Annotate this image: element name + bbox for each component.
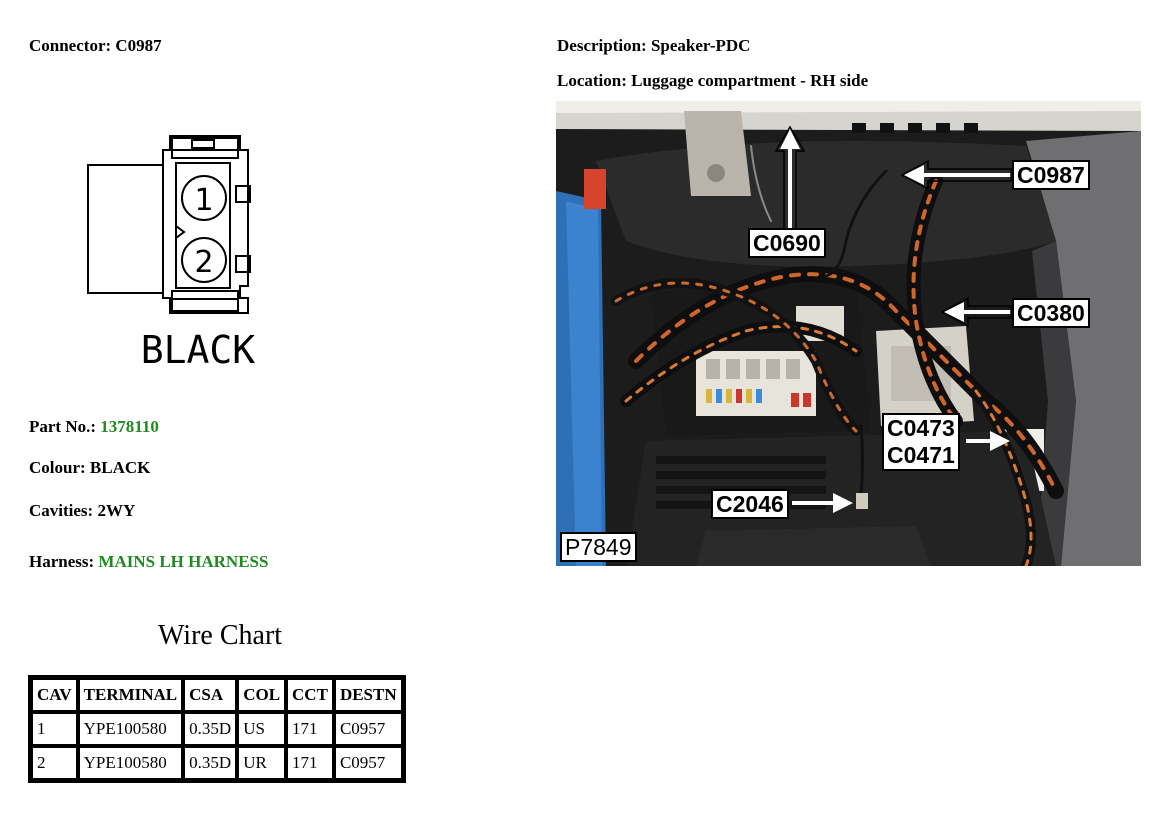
cell-csa: 0.35D <box>183 746 238 780</box>
connector-field: Connector: C0987 <box>29 36 162 56</box>
callout-c0987: C0987 <box>1012 160 1090 190</box>
cell-destn: C0957 <box>333 746 403 780</box>
harness-field: Harness: MAINS LH HARNESS <box>29 552 268 572</box>
cavities-label: Cavities: <box>29 501 94 520</box>
wire-chart-table: CAV TERMINAL CSA COL CCT DESTN 1 YPE1005… <box>28 675 406 783</box>
part-no-label: Part No.: <box>29 417 97 436</box>
part-no-value[interactable]: 1378110 <box>100 417 159 436</box>
location-label: Location: <box>557 71 627 90</box>
cavity-1-label: 1 <box>194 183 213 218</box>
header-cct: CCT <box>286 678 334 712</box>
connector-value: C0987 <box>115 36 162 55</box>
description-field: Description: Speaker-PDC <box>557 36 750 56</box>
cell-col: US <box>237 712 287 746</box>
header-csa: CSA <box>183 678 238 712</box>
cell-cct: 171 <box>286 746 334 780</box>
cavity-1-circle <box>181 175 227 221</box>
cell-col: UR <box>237 746 287 780</box>
cell-cav: 2 <box>31 746 78 780</box>
colour-label: Colour: <box>29 458 86 477</box>
cell-csa: 0.35D <box>183 712 238 746</box>
header-destn: DESTN <box>333 678 403 712</box>
header-terminal: TERMINAL <box>77 678 184 712</box>
callout-c0473-c0471: C0473 C0471 <box>882 413 960 471</box>
connector-rear-body <box>87 164 164 294</box>
location-value: Luggage compartment - RH side <box>631 71 869 90</box>
connector-housing <box>162 135 249 314</box>
callout-c0380: C0380 <box>1012 298 1090 328</box>
top-latch <box>171 137 239 159</box>
colour-value: BLACK <box>89 458 151 477</box>
cavities-value: 2WY <box>97 501 136 520</box>
callout-c0473: C0473 <box>887 415 955 441</box>
callout-c0471: C0471 <box>887 442 955 468</box>
part-no-field: Part No.: 1378110 <box>29 417 159 437</box>
table-header-row: CAV TERMINAL CSA COL CCT DESTN <box>31 678 403 712</box>
header-col: COL <box>237 678 287 712</box>
cavity-2-circle <box>181 237 227 283</box>
harness-value[interactable]: MAINS LH HARNESS <box>98 552 269 571</box>
diagram-colour-label: BLACK <box>141 328 256 372</box>
cell-cct: 171 <box>286 712 334 746</box>
harness-label: Harness: <box>29 552 95 571</box>
connector-label: Connector: <box>29 36 112 55</box>
connector-diagram: 1 2 BLACK <box>87 135 256 372</box>
cavity-2-label: 2 <box>194 245 213 280</box>
header-cav: CAV <box>31 678 78 712</box>
description-label: Description: <box>557 36 647 55</box>
cell-terminal: YPE100580 <box>77 712 184 746</box>
location-field: Location: Luggage compartment - RH side <box>557 71 868 91</box>
colour-field: Colour: BLACK <box>29 458 150 478</box>
description-value: Speaker-PDC <box>650 36 751 55</box>
table-row: 1 YPE100580 0.35D US 171 C0957 <box>31 712 403 746</box>
cell-cav: 1 <box>31 712 78 746</box>
cell-terminal: YPE100580 <box>77 746 184 780</box>
photo-illustration <box>556 101 1141 566</box>
cell-destn: C0957 <box>333 712 403 746</box>
callout-c0690: C0690 <box>748 228 826 258</box>
cavities-field: Cavities: 2WY <box>29 501 135 521</box>
location-photo: C0987 C0690 C0380 C0473 C0471 C2046 P784… <box>556 101 1141 566</box>
callout-c2046: C2046 <box>711 489 789 519</box>
bottom-latch <box>171 290 239 312</box>
photo-reference-label: P7849 <box>560 532 637 562</box>
table-row: 2 YPE100580 0.35D UR 171 C0957 <box>31 746 403 780</box>
wire-chart-title: Wire Chart <box>158 620 283 651</box>
